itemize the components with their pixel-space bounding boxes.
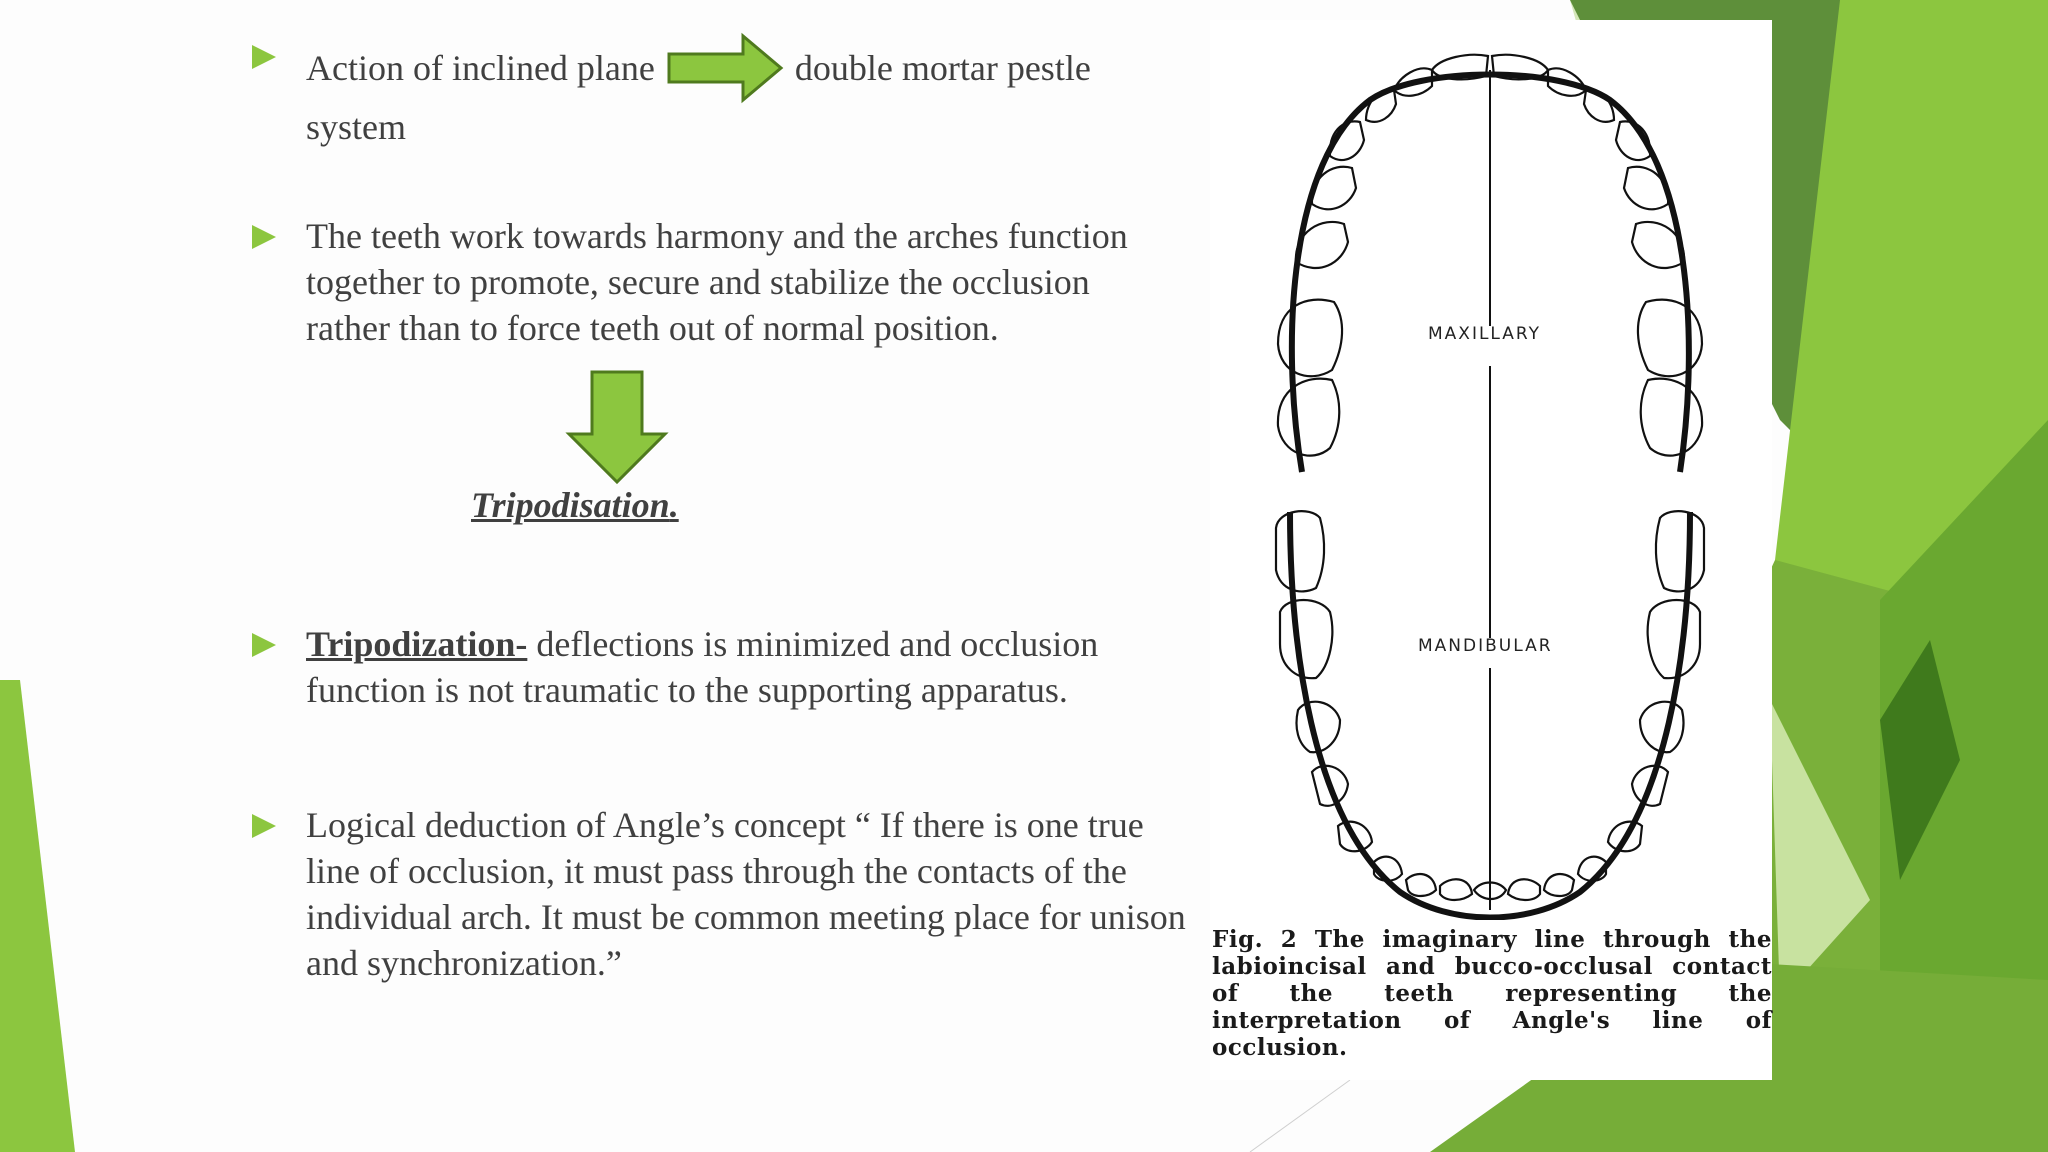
maxillary-label: MAXILLARY bbox=[1428, 324, 1542, 344]
down-arrow-icon bbox=[565, 370, 669, 485]
dental-arches-diagram bbox=[1274, 53, 1706, 920]
right-arrow-icon bbox=[667, 32, 784, 104]
triangle-bullet-icon bbox=[252, 225, 276, 249]
triangle-bullet-icon bbox=[252, 45, 276, 69]
bullet-angle-concept: Logical deduction of Angle’s concept “ I… bbox=[306, 805, 1186, 983]
triangle-bullet-icon bbox=[252, 814, 276, 838]
tripodization-text: deflections is minimized and occlusion f… bbox=[306, 624, 1099, 710]
tripodisation-word: Tripodisation bbox=[471, 485, 670, 525]
tripodization-term: Tripodization- bbox=[306, 624, 528, 664]
bullet-teeth-harmony: The teeth work towards harmony and the a… bbox=[306, 216, 1128, 348]
bullet1-line2: system bbox=[306, 107, 407, 147]
tripodisation-heading: Tripodisation. bbox=[471, 484, 679, 526]
bullet1-before: Action of inclined plane bbox=[306, 48, 655, 88]
bullet-tripodization: Tripodization- deflections is minimized … bbox=[306, 621, 1186, 713]
bullet1-after: double mortar pestle bbox=[794, 48, 1091, 88]
triangle-bullet-icon bbox=[252, 633, 276, 657]
tripodisation-dot: . bbox=[669, 485, 679, 525]
bullet-inclined-plane: Action of inclined plane double mortar p… bbox=[306, 32, 1091, 150]
figure-caption: Fig. 2 The imaginary line through the la… bbox=[1212, 926, 1772, 1061]
mandibular-label: MANDIBULAR bbox=[1418, 636, 1553, 656]
